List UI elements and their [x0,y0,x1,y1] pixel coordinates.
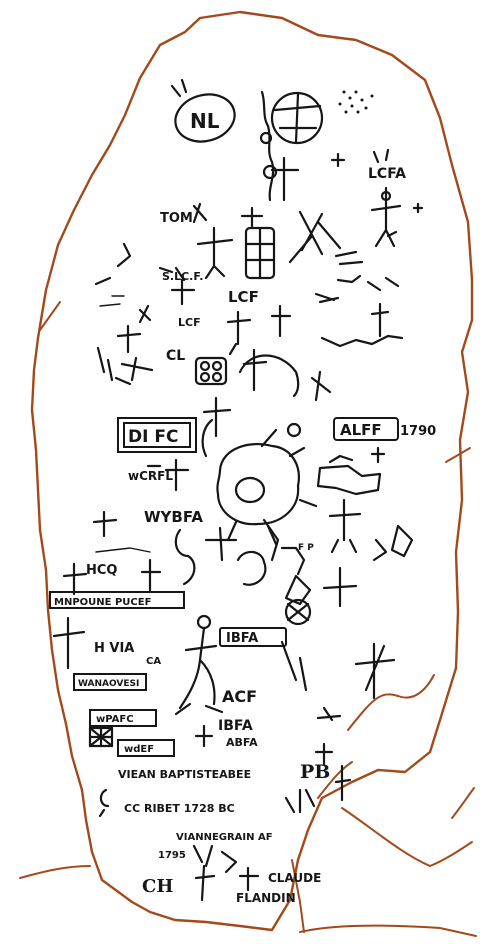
stick-figure-right [370,186,402,248]
inscription-ibfa: IBFA [218,718,253,734]
box-left-3: wdEF [117,739,175,757]
carvings-bottom: VIEAN BAPTISTEABEE PB CC RIBET 1728 BC V… [98,742,352,905]
carvings-lower-middle: HCQ MNPOUNE PUCEF F P IBFA H VIA CA [49,518,396,757]
box-ibfa: IBFA [219,627,287,647]
inscription-lcf-small: LCF [178,316,201,329]
dancing-figure [174,614,224,716]
inscription-year-1795: 1795 [158,850,186,861]
inscription-cl: CL [166,348,185,364]
inscription-year-1790: 1790 [400,424,436,439]
grid-block [240,206,276,280]
box-left-2: wPAFC [89,709,157,727]
inscription-hvia: H VIA [94,641,134,656]
inscription-lcf: LCF [228,288,259,306]
inscription-jean-baptiste: VIEAN BAPTISTEABEE [118,768,251,781]
inscription-jannegrain: VIANNEGRAIN AF [176,832,273,843]
cross-top-1 [270,156,300,202]
rock-outline [19,10,477,937]
small-rosette [284,598,312,626]
inscription-fp: F P [298,543,314,553]
bow-figure [238,348,300,398]
inscription-box-left-2: wPAFC [96,714,134,725]
box-di-fc: DI FC [117,417,197,453]
carvings-middle: CL DI FC ALFF 1790 [92,302,436,562]
inscription-claude: CLAUDE [268,871,321,885]
carvings-top: NL LCFA TOM [94,78,424,329]
round-shield [270,91,324,145]
inscription-acf: ACF [222,687,257,706]
box-left-1: WANAOVESI [73,673,147,691]
flag-box [88,726,114,748]
inscription-ibfa-boxed: IBFA [226,631,258,646]
inscription-ribet: CC RIBET 1728 BC [124,802,235,815]
inscription-lcfa: LCFA [368,166,406,182]
central-rosette [216,422,318,546]
inscription-flandin: FLANDIN [236,891,296,905]
inscription-box-left-3: wdEF [124,744,154,755]
dotted-patch [338,90,374,114]
inscription-pb: PB [300,761,330,783]
inscription-di-fc: DI FC [128,427,178,447]
inscription-abfa: ABFA [226,736,258,749]
inscription-ca: CA [146,656,161,667]
inscription-wybfa: WYBFA [144,508,203,526]
cross-figure-left [196,226,234,280]
flower-box [194,356,228,386]
inscription-box-left-1: WANAOVESI [78,679,139,689]
box-alff: ALFF 1790 [333,417,436,441]
inscription-ch: CH [142,876,173,897]
inscription-hcq: HCQ [86,563,117,578]
inscription-box-long: MNPOUNE PUCEF [54,597,151,608]
inscription-tom: TOM [160,211,193,226]
x-figure [288,210,342,264]
box-long: MNPOUNE PUCEF [49,591,185,609]
inscription-slcf: S.LC.F. [162,270,203,283]
inscription-nl: NL [190,109,220,133]
inscription-wcrfl: wCRFL [128,469,173,483]
inscription-alff: ALFF [340,421,382,439]
nl-oval [174,93,236,143]
